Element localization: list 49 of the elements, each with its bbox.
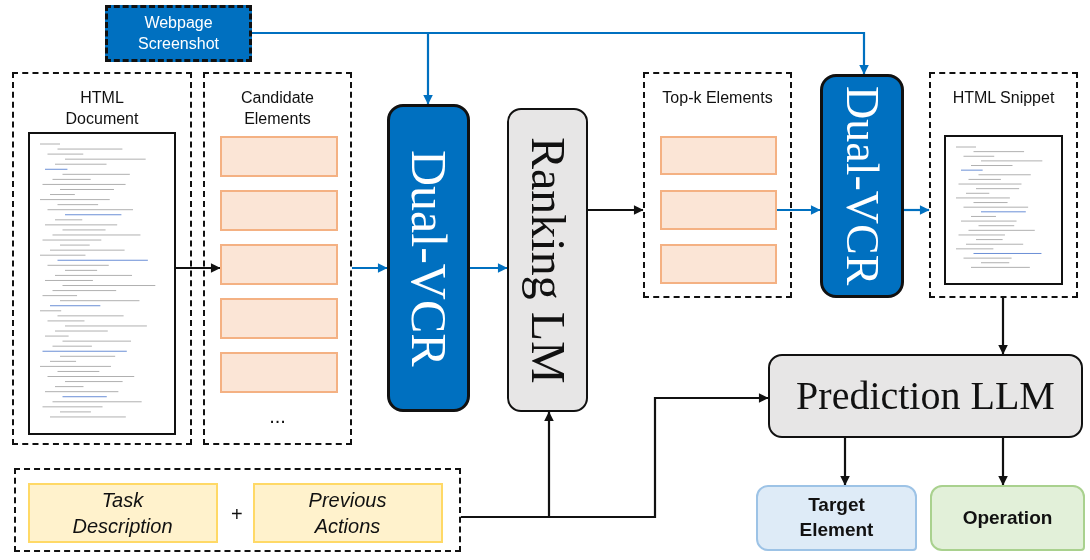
element-box bbox=[219, 351, 338, 393]
element-box bbox=[659, 243, 777, 284]
arrow bbox=[998, 298, 1008, 355]
arrow bbox=[588, 205, 644, 215]
node-label: Previous Actions bbox=[307, 487, 388, 539]
model-block bbox=[507, 108, 588, 412]
group-title: HTML Document bbox=[64, 88, 140, 129]
node-label: Dual-VCR bbox=[839, 86, 885, 286]
element-box bbox=[659, 189, 777, 230]
arrow bbox=[470, 263, 508, 273]
node-label: Ranking LM bbox=[523, 136, 572, 384]
ellipsis-text: ... bbox=[268, 404, 287, 429]
group-title: Top-k Elements bbox=[662, 88, 773, 108]
arrow bbox=[904, 205, 930, 215]
node-label: Prediction LLM bbox=[796, 376, 1055, 416]
element-box bbox=[219, 297, 338, 339]
dashed-group-box bbox=[203, 72, 352, 445]
output-box bbox=[756, 485, 917, 551]
model-block bbox=[768, 354, 1083, 438]
arrow bbox=[176, 263, 221, 273]
node-label: Task Description bbox=[71, 487, 174, 539]
model-block bbox=[820, 74, 904, 298]
arrow bbox=[998, 438, 1008, 486]
output-box bbox=[930, 485, 1085, 551]
plus-sign: + bbox=[231, 503, 243, 526]
arrow bbox=[352, 263, 388, 273]
input-box bbox=[252, 482, 443, 543]
element-box bbox=[219, 243, 338, 285]
arrow bbox=[461, 393, 769, 519]
dashed-group-box bbox=[12, 72, 192, 445]
node-label: Webpage Screenshot bbox=[137, 12, 220, 54]
input-box bbox=[105, 5, 252, 62]
element-box bbox=[659, 135, 777, 175]
group-title: Candidate Elements bbox=[240, 88, 315, 129]
group-title: HTML Snippet bbox=[952, 88, 1055, 108]
node-label: Target Element bbox=[798, 493, 875, 542]
code-snippet-picture bbox=[943, 134, 1063, 285]
arrow bbox=[777, 205, 821, 215]
dashed-group-box bbox=[929, 72, 1078, 298]
element-box bbox=[219, 189, 338, 231]
node-label: Dual-VCR bbox=[403, 149, 454, 367]
node-label: Operation bbox=[962, 505, 1053, 530]
dashed-group-box bbox=[14, 468, 461, 552]
model-block bbox=[387, 104, 470, 412]
code-document-picture bbox=[27, 131, 176, 435]
arrow bbox=[840, 438, 850, 486]
dashed-group-box bbox=[643, 72, 792, 298]
element-box bbox=[219, 135, 338, 177]
input-box bbox=[27, 482, 218, 543]
